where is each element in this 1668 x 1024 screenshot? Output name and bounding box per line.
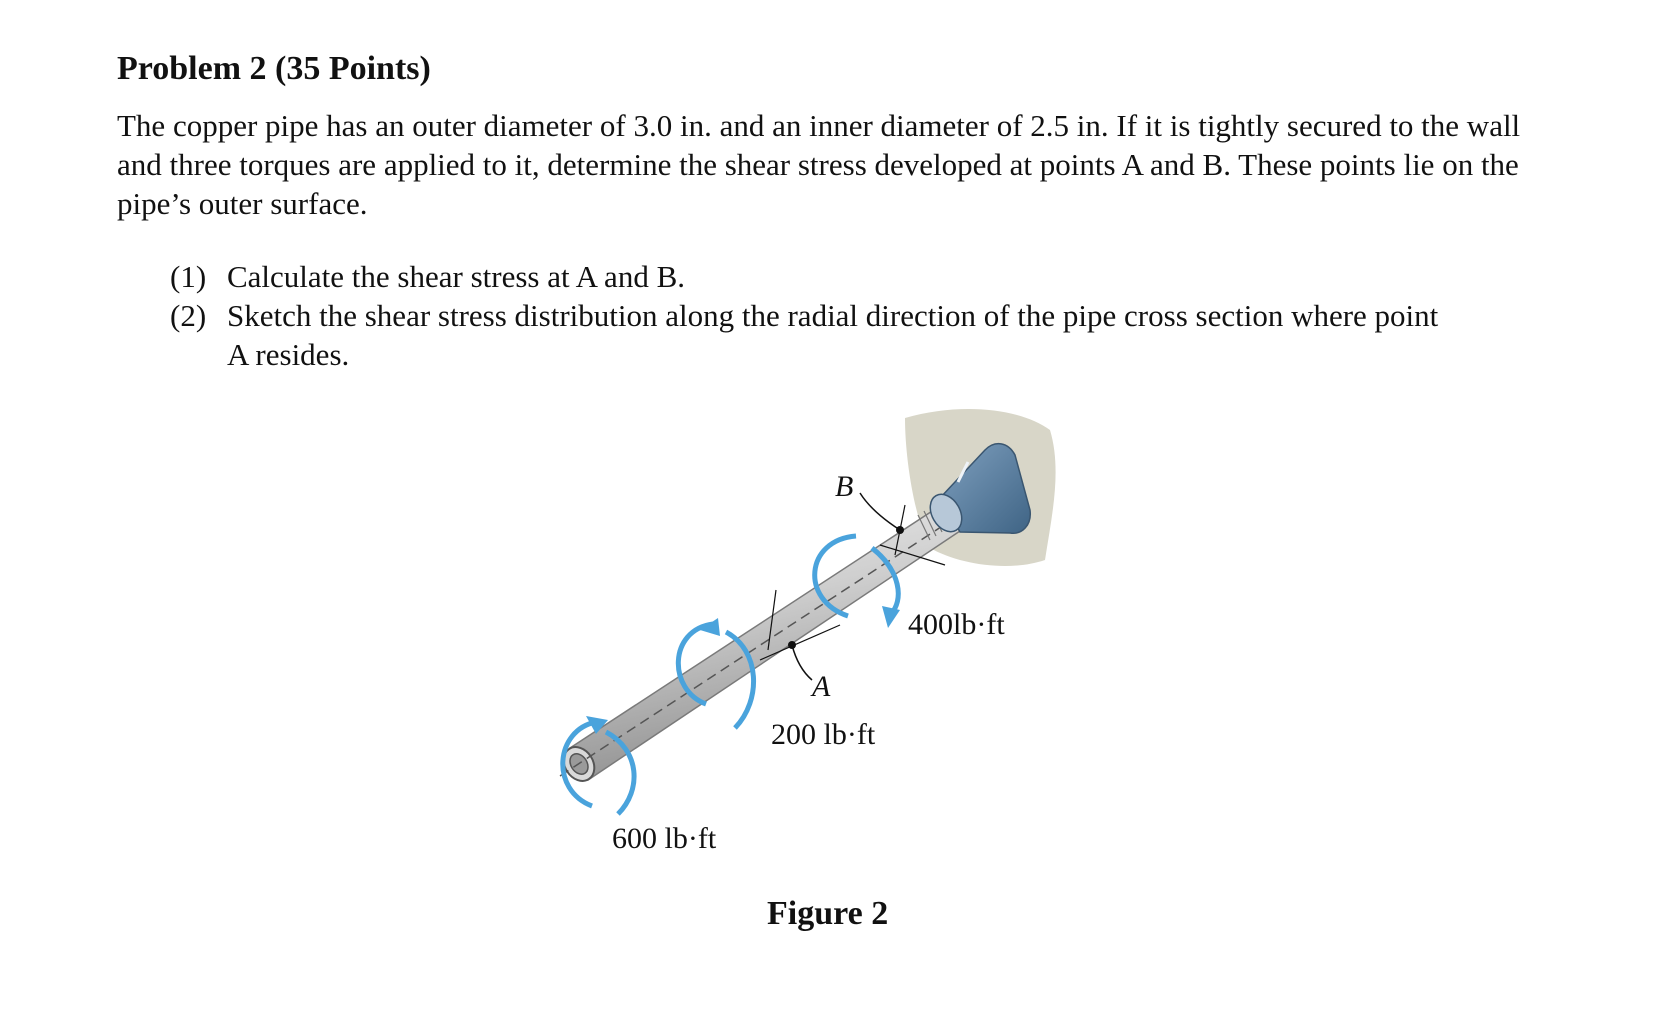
problem-title: Problem 2 (35 Points)	[117, 50, 431, 87]
question-2-number: (2)	[170, 298, 207, 333]
label-torque-400: 400lb·ft	[908, 608, 1005, 641]
label-torque-200: 200 lb·ft	[771, 718, 876, 751]
point-b-leader	[859, 492, 901, 531]
fitting	[939, 443, 1031, 534]
question-2-text: Sketch the shear stress distribution alo…	[227, 298, 1439, 333]
label-torque-600: 600 lb·ft	[612, 822, 717, 855]
question-1-text: Calculate the shear stress at A and B.	[227, 259, 685, 294]
problem-statement: The copper pipe has an outer diameter of…	[117, 108, 1521, 221]
label-point-a: A	[812, 670, 831, 703]
point-a-leader	[791, 644, 813, 681]
label-point-b: B	[835, 470, 854, 503]
question-1: (1) Calculate the shear stress at A and B…	[170, 257, 1570, 296]
pipe-body	[569, 500, 961, 782]
fitting-face	[929, 493, 963, 533]
question-2-continuation: A resides.	[227, 337, 350, 372]
torque-arrow-200	[675, 621, 756, 730]
figure-caption: Figure 2	[767, 895, 889, 932]
question-2: (2) Sketch the shear stress distribution …	[170, 296, 1570, 374]
question-1-number: (1)	[170, 259, 207, 294]
pipe-axis	[559, 507, 971, 777]
torque-arrow-600	[560, 719, 637, 816]
